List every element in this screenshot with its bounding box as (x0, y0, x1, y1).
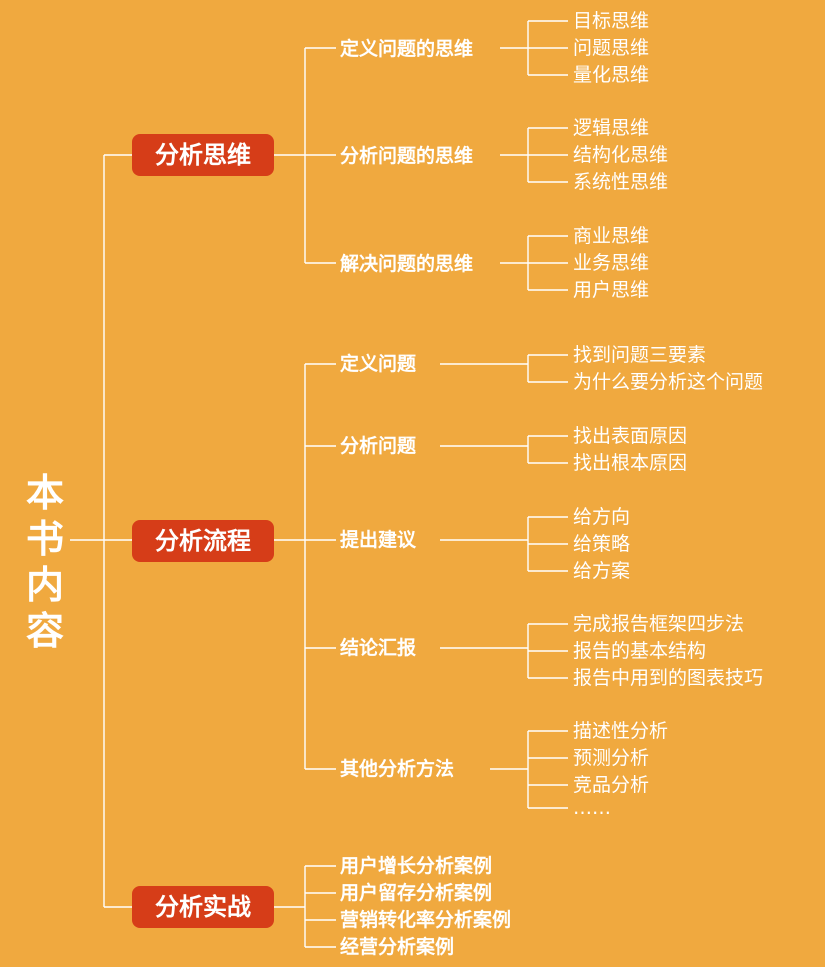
root-char: 容 (25, 608, 64, 653)
case-item: 用户增长分析案例 (340, 855, 493, 877)
leaf-item: 给方向 (573, 506, 631, 528)
leaf-item: 业务思维 (573, 252, 650, 274)
case-item: 用户留存分析案例 (340, 882, 493, 904)
topic-solve-thinking: 解决问题的思维 (340, 253, 474, 275)
leaf-item: 完成报告框架四步法 (573, 613, 745, 635)
root-node: 本 书 内 容 (20, 470, 70, 654)
leaf-item: 给策略 (573, 533, 631, 555)
leaf-item: 竞品分析 (573, 774, 650, 796)
topic-propose: 提出建议 (340, 529, 417, 551)
leaf-item: 报告的基本结构 (573, 640, 707, 662)
root-char: 书 (25, 516, 64, 561)
topic-analyze-problem: 分析问题 (340, 435, 417, 457)
case-item: 营销转化率分析案例 (340, 909, 512, 931)
topic-other-methods: 其他分析方法 (340, 758, 455, 780)
topic-report: 结论汇报 (340, 637, 417, 659)
leaf-item: 结构化思维 (573, 144, 669, 166)
leaf-item: 找出表面原因 (573, 425, 688, 447)
leaf-item: 系统性思维 (573, 171, 669, 193)
root-char: 本 (25, 470, 64, 515)
section-analysis-thinking: 分析思维 (132, 134, 274, 176)
topic-analyze-thinking: 分析问题的思维 (340, 145, 474, 167)
root-char: 内 (25, 562, 64, 607)
case-item: 经营分析案例 (340, 936, 455, 958)
leaf-item: 用户思维 (573, 279, 650, 301)
leaf-item: 找出根本原因 (573, 452, 688, 474)
section-analysis-process: 分析流程 (132, 520, 274, 562)
leaf-item: 为什么要分析这个问题 (573, 371, 764, 393)
leaf-item: 目标思维 (573, 10, 650, 32)
topic-define-problem: 定义问题 (340, 353, 417, 375)
leaf-item: 逻辑思维 (573, 117, 650, 139)
leaf-item: 商业思维 (573, 225, 650, 247)
leaf-item: 量化思维 (573, 64, 650, 86)
leaf-item: 报告中用到的图表技巧 (573, 667, 764, 689)
leaf-item: 给方案 (573, 560, 631, 582)
topic-define-thinking: 定义问题的思维 (340, 38, 474, 60)
section-analysis-practice: 分析实战 (132, 886, 274, 928)
leaf-item: …… (573, 797, 611, 819)
leaf-item: 找到问题三要素 (573, 344, 707, 366)
leaf-item: 描述性分析 (573, 720, 669, 742)
leaf-item: 预测分析 (573, 747, 650, 769)
leaf-item: 问题思维 (573, 37, 650, 59)
